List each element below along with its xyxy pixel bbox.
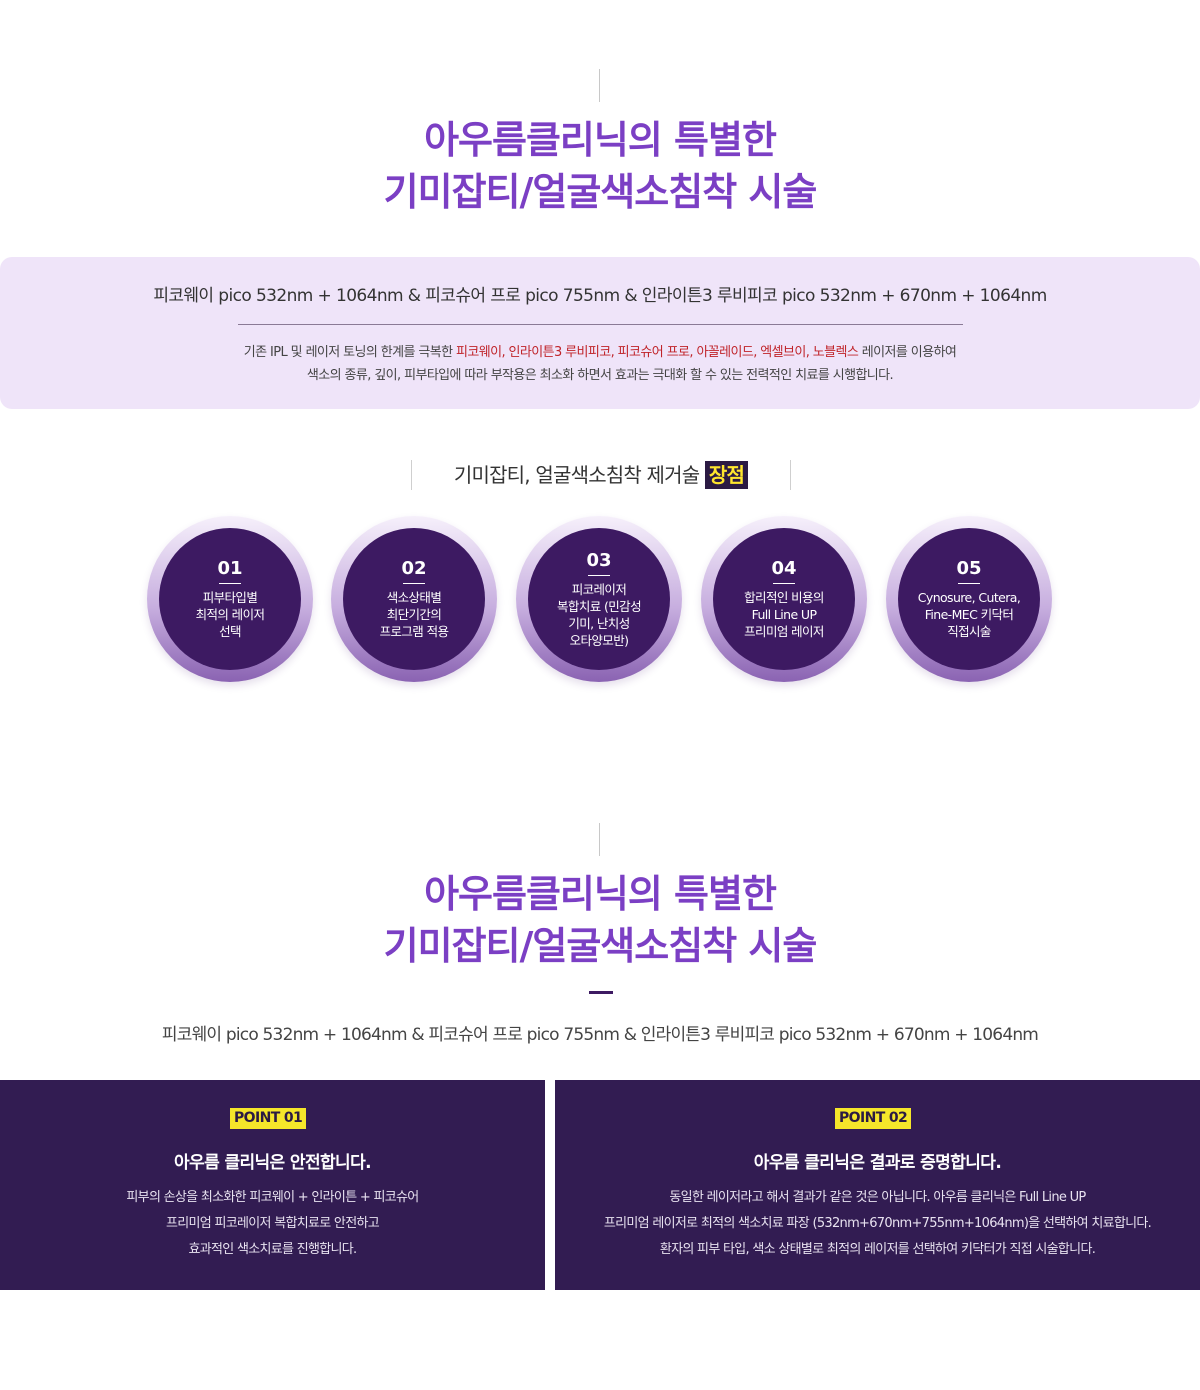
info-divider bbox=[238, 324, 963, 325]
number-underline bbox=[588, 574, 610, 576]
top-divider-line bbox=[599, 69, 600, 102]
section1-title-line2: 기미잡티/얼굴색소침착 시술 bbox=[383, 170, 818, 214]
number-underline bbox=[958, 583, 980, 584]
advantages-heading-text: 기미잡티, 얼굴색소침착 제거술 bbox=[453, 463, 700, 487]
advantage-circle-5: 05 Cynosure, Cutera, Fine-MEC 키닥터 직접시술 bbox=[886, 516, 1052, 682]
point-text-2: 동일한 레이저라고 해서 결과가 같은 것은 아닙니다. 아우름 클리닉은 Fu… bbox=[603, 1190, 1152, 1257]
section2-laser-lineup: 피코웨이 pico 532nm + 1064nm & 피코슈어 프로 pico … bbox=[161, 1025, 1039, 1045]
advantage-circle-1: 01 피부타입별 최적의 레이저 선택 bbox=[147, 516, 313, 682]
advantages-heading-highlight: 장점 bbox=[704, 461, 749, 489]
point-badge-1: POINT 01 bbox=[230, 1108, 307, 1129]
laser-names-highlight: 피코웨이, 인라이튼3 루비피코, 피코슈어 프로, 아꼴레이드, 엑셀브이, … bbox=[456, 345, 859, 360]
point-title-2: 아우름 클리닉은 결과로 증명합니다. bbox=[753, 1153, 1002, 1173]
section1-title-line1: 아우름클리닉의 특별한 bbox=[424, 118, 777, 162]
section2-title-line1: 아우름클리닉의 특별한 bbox=[424, 872, 777, 916]
advantage-number: 04 bbox=[771, 558, 797, 579]
point-title-1: 아우름 클리닉은 안전합니다. bbox=[174, 1153, 372, 1173]
section2-title: 아우름클리닉의 특별한 기미잡티/얼굴색소침착 시술 bbox=[0, 868, 1200, 972]
number-underline bbox=[219, 583, 241, 584]
point-badge-2: POINT 02 bbox=[835, 1108, 912, 1129]
advantage-text: Cynosure, Cutera, Fine-MEC 키닥터 직접시술 bbox=[917, 590, 1021, 639]
section2-divider-line bbox=[599, 823, 600, 856]
advantage-circle-2: 02 색소상태별 최단기간의 프로그램 적용 bbox=[331, 516, 497, 682]
advantage-text: 색소상태별 최단기간의 프로그램 적용 bbox=[379, 590, 449, 639]
description-line1: 기존 IPL 및 레이저 토닝의 한계를 극복한 피코웨이, 인라이튼3 루비피… bbox=[243, 345, 957, 360]
section2-title-line2: 기미잡티/얼굴색소침착 시술 bbox=[383, 924, 818, 968]
advantage-text: 피코레이저 복합치료 (민감성 기미, 난치성 오타양모반) bbox=[557, 581, 642, 648]
advantages-heading: 기미잡티, 얼굴색소침착 제거술 장점 bbox=[411, 459, 791, 491]
laser-info-box: 피코웨이 pico 532nm + 1064nm & 피코슈어 프로 pico … bbox=[0, 257, 1200, 409]
advantage-number: 05 bbox=[956, 558, 982, 579]
laser-lineup-heading: 피코웨이 pico 532nm + 1064nm & 피코슈어 프로 pico … bbox=[153, 286, 1047, 306]
advantage-text: 피부타입별 최적의 레이저 선택 bbox=[195, 590, 265, 639]
advantage-circle-3: 03 피코레이저 복합치료 (민감성 기미, 난치성 오타양모반) bbox=[516, 516, 682, 682]
heading-left-bar bbox=[411, 460, 412, 490]
number-underline bbox=[773, 583, 795, 584]
point-panel-2: POINT 02 아우름 클리닉은 결과로 증명합니다. 동일한 레이저라고 해… bbox=[555, 1080, 1200, 1290]
point-text-1: 피부의 손상을 최소화한 피코웨이 + 인라이튼 + 피코슈어 프리미엄 피코레… bbox=[126, 1190, 419, 1257]
advantage-number: 01 bbox=[217, 558, 243, 579]
laser-description: 기존 IPL 및 레이저 토닝의 한계를 극복한 피코웨이, 인라이튼3 루비피… bbox=[0, 341, 1200, 387]
advantage-circle-4: 04 합리적인 비용의 Full Line UP 프리미엄 레이저 bbox=[701, 516, 867, 682]
number-underline bbox=[403, 583, 425, 584]
advantage-number: 02 bbox=[401, 558, 427, 579]
title-underline bbox=[589, 991, 613, 994]
point-panel-1: POINT 01 아우름 클리닉은 안전합니다. 피부의 손상을 최소화한 피코… bbox=[0, 1080, 545, 1290]
description-line2: 색소의 종류, 깊이, 피부타입에 따라 부작용은 최소화 하면서 효과는 극대… bbox=[306, 368, 894, 383]
advantage-number: 03 bbox=[586, 549, 612, 571]
advantage-text: 합리적인 비용의 Full Line UP 프리미엄 레이저 bbox=[744, 590, 824, 639]
heading-right-bar bbox=[790, 460, 791, 490]
section1-title: 아우름클리닉의 특별한 기미잡티/얼굴색소침착 시술 bbox=[0, 114, 1200, 218]
